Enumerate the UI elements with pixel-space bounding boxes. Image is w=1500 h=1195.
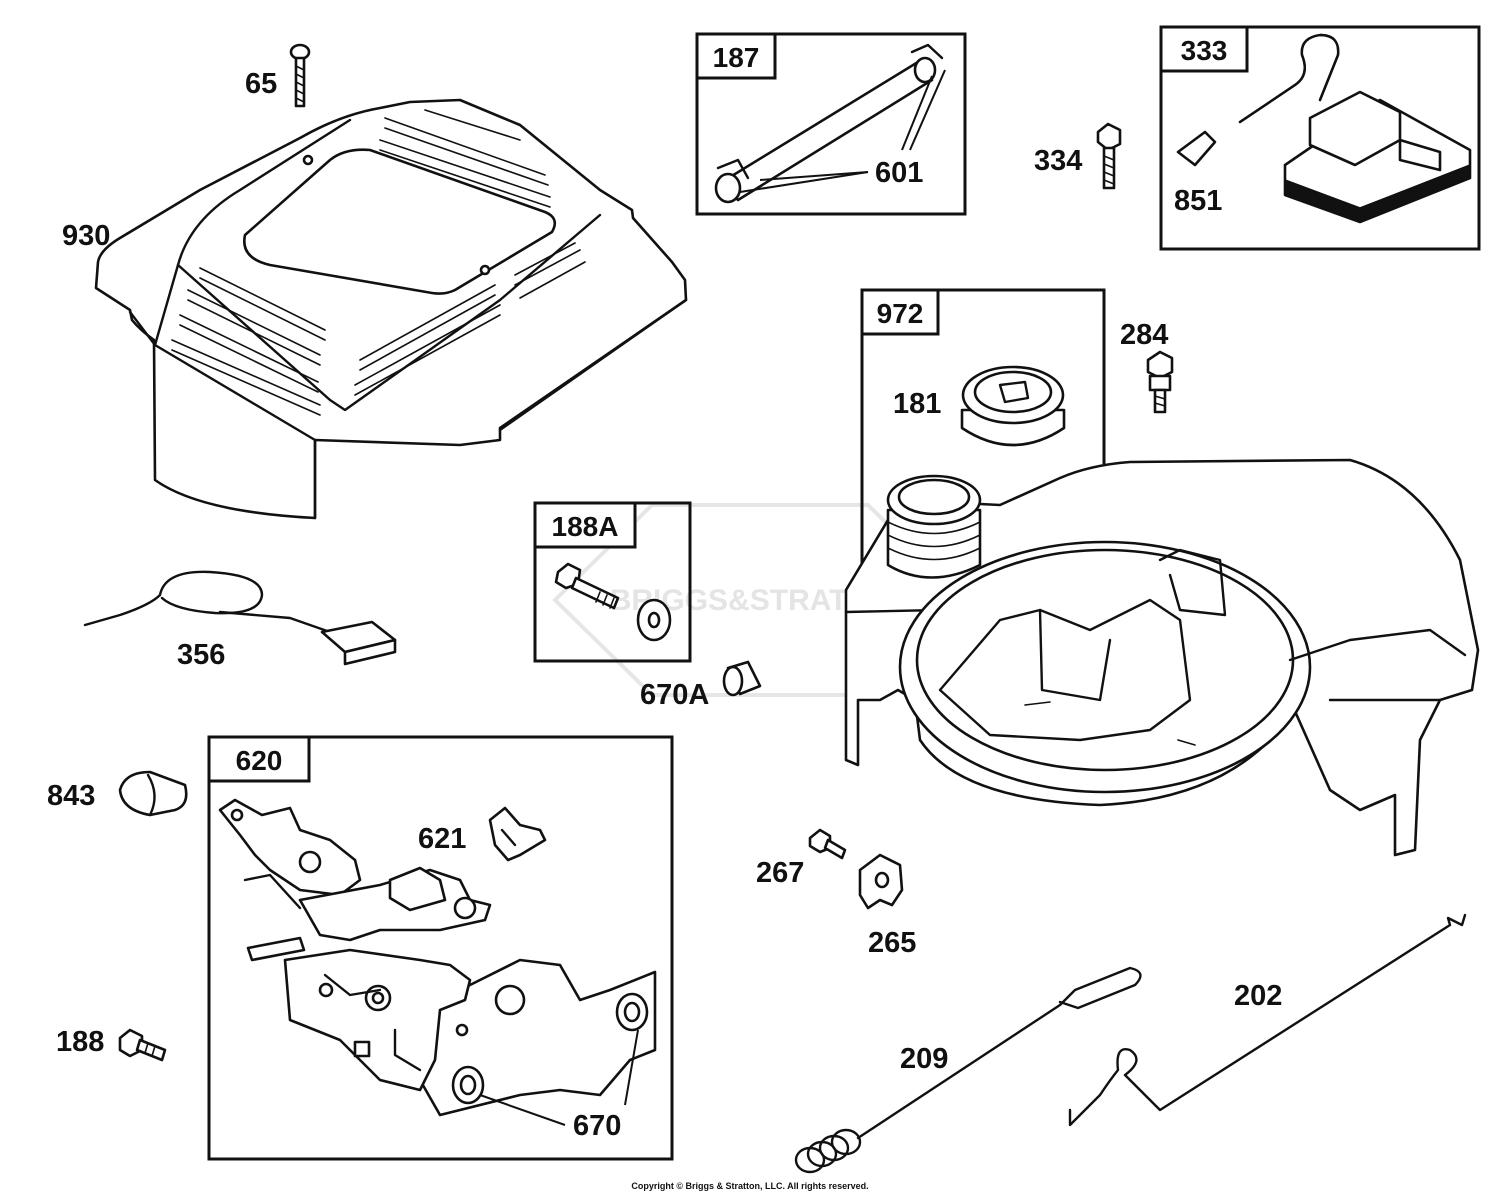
blower-housing-part bbox=[94, 98, 688, 520]
governor-spring-209-part bbox=[794, 966, 1142, 1174]
kit-box-187-label: 187 bbox=[713, 42, 760, 73]
kit-box-188A-label: 188A bbox=[552, 511, 619, 542]
clip-265-part bbox=[858, 853, 904, 910]
fitting-284-part bbox=[1146, 350, 1174, 414]
label-202: 202 bbox=[1234, 980, 1282, 1012]
copyright-notice: Copyright © Briggs & Stratton, LLC. All … bbox=[631, 1181, 868, 1191]
kit-box-333: 333 bbox=[1159, 25, 1481, 251]
kit-box-188A: 188A bbox=[533, 501, 692, 663]
fuel-cap-181-part bbox=[960, 365, 1066, 447]
kit-box-620-label: 620 bbox=[236, 745, 283, 776]
label-670: 670 bbox=[573, 1110, 621, 1142]
wire-356-part bbox=[83, 570, 397, 666]
spacer-670A-part bbox=[722, 660, 762, 697]
clip-621-part bbox=[488, 806, 547, 862]
governor-link-202-part bbox=[1068, 913, 1467, 1127]
label-284: 284 bbox=[1120, 319, 1168, 351]
fuel-tank-part bbox=[844, 458, 1480, 857]
label-188: 188 bbox=[56, 1026, 104, 1058]
label-267: 267 bbox=[756, 857, 804, 889]
label-843: 843 bbox=[47, 780, 95, 812]
label-930: 930 bbox=[62, 220, 110, 252]
label-621: 621 bbox=[418, 823, 466, 855]
label-851: 851 bbox=[1174, 185, 1222, 217]
kit-box-620: 620 bbox=[207, 735, 674, 1161]
bolt-334-part bbox=[1096, 122, 1122, 190]
screw-267-part bbox=[808, 828, 847, 860]
label-356: 356 bbox=[177, 639, 225, 671]
label-601: 601 bbox=[875, 157, 923, 189]
kit-box-187: 187 bbox=[695, 32, 967, 216]
kit-box-333-label: 333 bbox=[1181, 35, 1228, 66]
label-265: 265 bbox=[868, 927, 916, 959]
label-334: 334 bbox=[1034, 145, 1082, 177]
kit-box-972: 972 bbox=[860, 288, 1106, 580]
kit-box-972-label: 972 bbox=[877, 298, 924, 329]
label-670A: 670A bbox=[640, 679, 709, 711]
block-843-part bbox=[118, 770, 188, 817]
screw-65-part bbox=[289, 43, 311, 108]
label-65: 65 bbox=[245, 68, 277, 100]
bolt-188-part bbox=[118, 1028, 167, 1062]
label-181: 181 bbox=[893, 388, 941, 420]
label-209: 209 bbox=[900, 1043, 948, 1075]
